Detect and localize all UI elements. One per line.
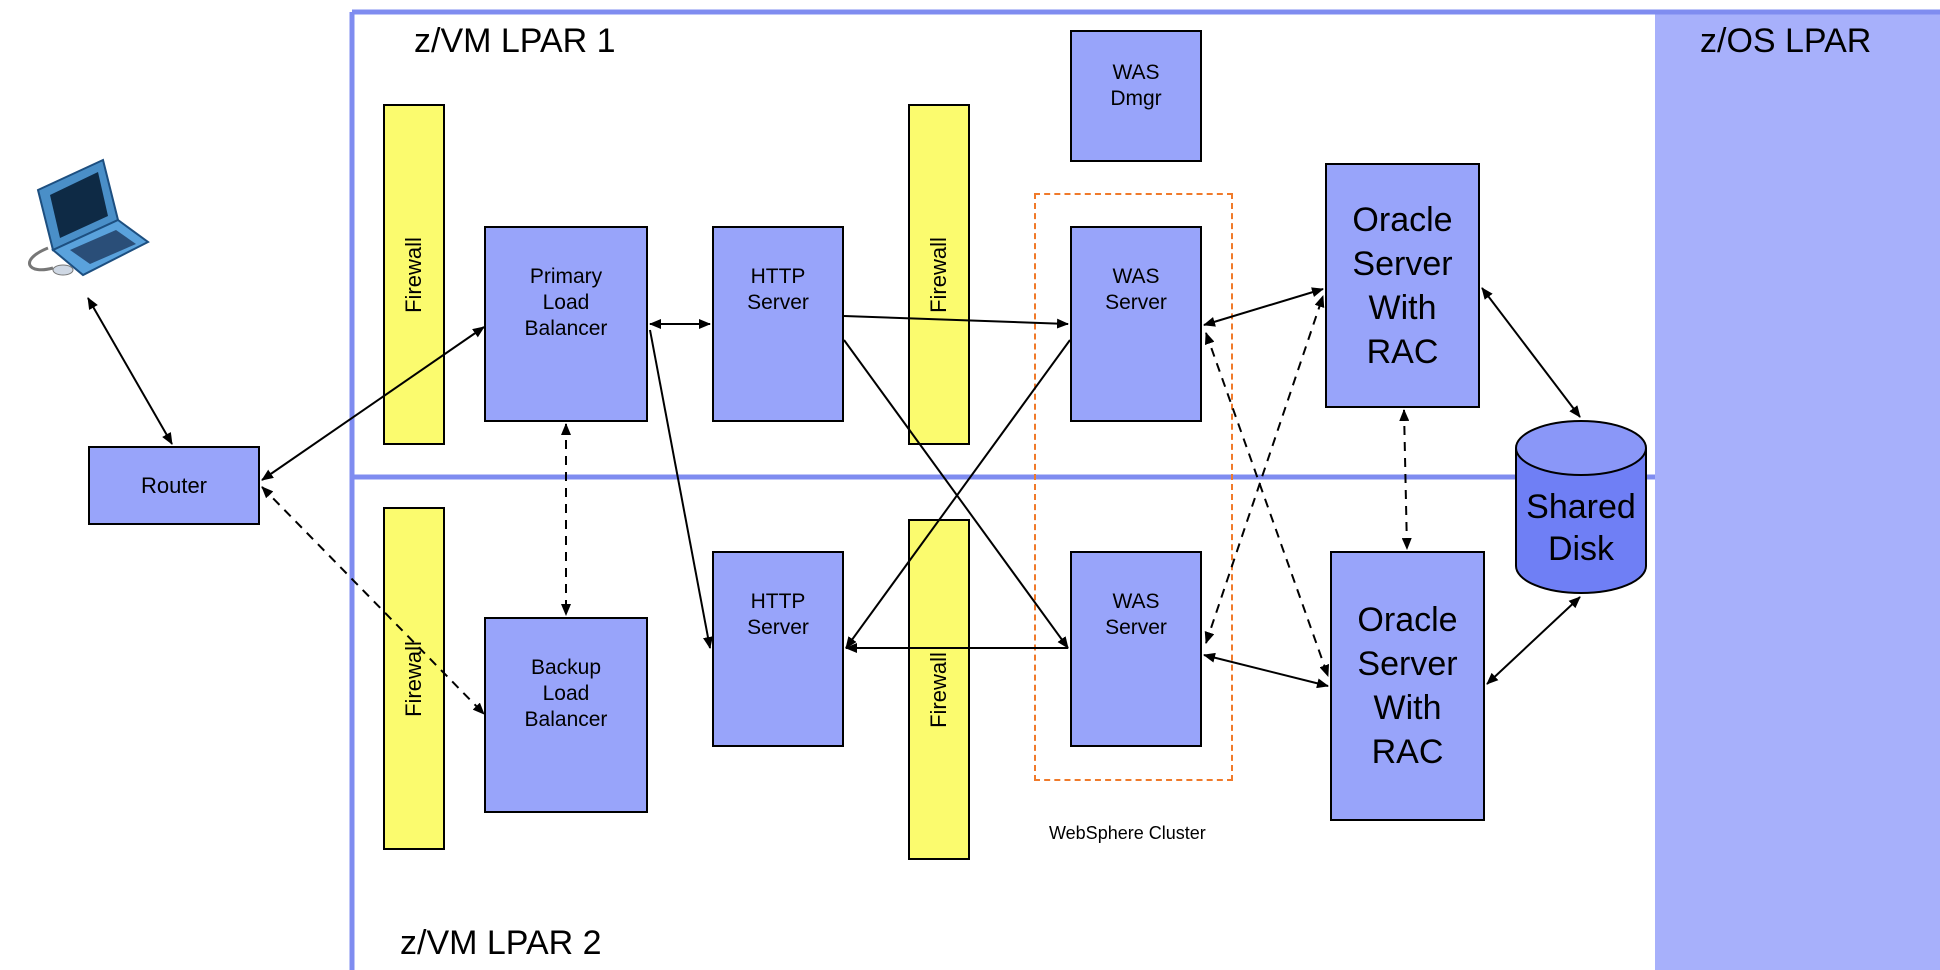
shared-disk-cylinder [1515,420,1647,594]
was-server-1: WAS Server [1070,226,1202,422]
link-oracle2-disk [1486,596,1581,685]
firewall-4: Firewall [908,519,970,860]
was-dmgr: WAS Dmgr [1070,30,1202,162]
backup-load-balancer: Backup Load Balancer [484,617,648,813]
computer-icon [28,158,150,277]
link-was2-oracle2 [1203,652,1329,689]
primary-load-balancer: Primary Load Balancer [484,226,648,422]
was-server-2: WAS Server [1070,551,1202,747]
http-server-1: HTTP Server [712,226,844,422]
link-http1-was2 [843,339,1069,649]
link-was2-oracle1 [1204,295,1325,644]
link-computer-router [87,297,173,445]
link-was1-http2 [845,339,1071,649]
lpar-title-zos: z/OS LPAR [1700,22,1872,60]
firewall-3: Firewall [908,104,970,445]
zos-lpar-region [1655,12,1940,970]
websphere-cluster-label: WebSphere Cluster [1049,823,1206,843]
link-router-backup-lb [261,486,485,715]
oracle-server-2: Oracle Server With RAC [1330,551,1485,821]
link-oracle1-disk [1481,287,1581,418]
link-oracle1-oracle2 [1399,409,1412,550]
link-lb-http2 [649,329,713,649]
http-server-2: HTTP Server [712,551,844,747]
router-node: Router [88,446,260,525]
lpar-title-vm1: z/VM LPAR 1 [414,22,616,60]
link-was1-oracle2 [1204,332,1330,677]
lpar-title-vm2: z/VM LPAR 2 [400,924,602,962]
link-router-primary-lb [261,326,485,481]
oracle-server-1: Oracle Server With RAC [1325,163,1480,408]
link-http1-was1 [843,315,1069,329]
shared-disk-label: Shared Disk [1526,488,1636,568]
link-was1-oracle1 [1203,287,1324,327]
